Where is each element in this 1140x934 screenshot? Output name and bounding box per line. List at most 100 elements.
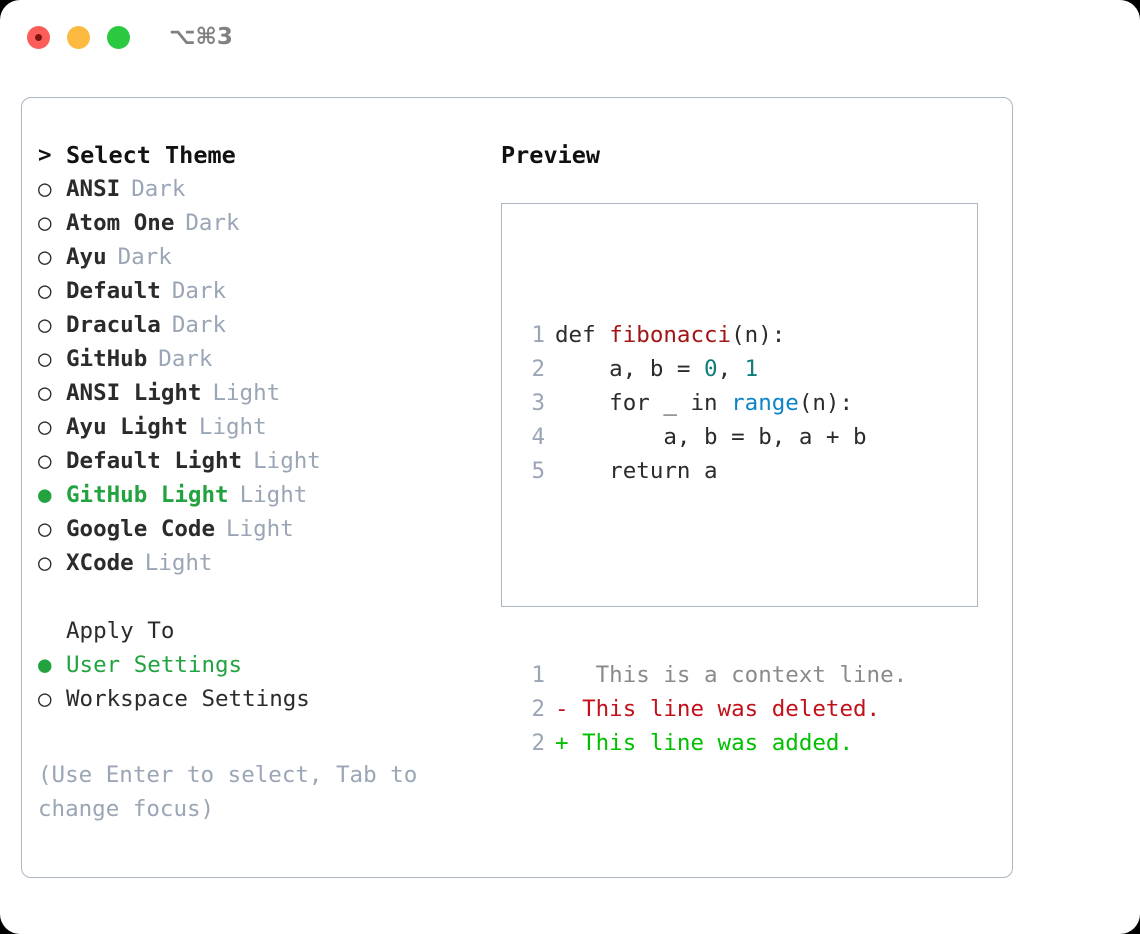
radio-unselected-icon[interactable]: ○ (38, 346, 52, 372)
theme-variant-tag: Dark (117, 244, 172, 270)
radio-unselected-icon[interactable]: ○ (38, 244, 52, 270)
code-content: for _ in range(n): (555, 386, 853, 420)
code-token: fibonacci (609, 322, 732, 348)
diff-content: This is a context line. (555, 662, 908, 688)
line-number: 2 (531, 696, 545, 722)
theme-name: Default Light (66, 448, 243, 474)
theme-name: GitHub Light (66, 482, 229, 508)
theme-name: Ayu Light (66, 414, 188, 440)
code-content: return a (555, 454, 718, 488)
line-number: 1 (531, 322, 545, 348)
apply-to-option[interactable]: ● User Settings (38, 648, 498, 682)
code-token: (n): (731, 322, 786, 348)
theme-variant-tag: Dark (171, 312, 227, 338)
apply-to-option-label: User Settings (66, 652, 243, 678)
select-theme-title: Select Theme (66, 141, 236, 169)
radio-unselected-icon[interactable]: ○ (38, 550, 52, 576)
list-spacer (38, 580, 498, 614)
code-token: def (555, 322, 610, 348)
theme-name: Atom One (66, 210, 175, 236)
apply-to-option[interactable]: ○Workspace Settings (38, 682, 498, 716)
code-token: for _ in (555, 390, 732, 416)
code-content: a, b = b, a + b (555, 420, 867, 454)
radio-unselected-icon[interactable]: ○ (38, 278, 52, 304)
preview-title: Preview (501, 141, 601, 169)
radio-unselected-icon[interactable]: ○ (38, 448, 52, 474)
theme-list-item[interactable]: ○ Dracula Dark (38, 308, 498, 342)
code-token: 1 (744, 356, 759, 382)
prompt-caret-icon: > (38, 142, 52, 168)
radio-unselected-icon[interactable]: ○ (38, 414, 52, 440)
radio-unselected-icon[interactable]: ○ (38, 516, 52, 542)
diff-line: 2 - This line was deleted. (519, 692, 907, 726)
code-token: a, b = b, a + b (555, 424, 867, 450)
theme-list-item[interactable]: ○ Default Light Light (38, 444, 498, 478)
diff-content: - This line was deleted. (555, 696, 881, 722)
code-content: a, b = 0, 1 (555, 352, 758, 386)
theme-name: Ayu (66, 244, 107, 270)
radio-selected-icon[interactable]: ● (38, 482, 52, 508)
theme-variant-tag: Dark (158, 346, 213, 372)
diff-content: + This line was added. (555, 730, 854, 756)
theme-variant-tag: Light (253, 448, 321, 474)
diff-line: 2 + This line was added. (519, 726, 907, 760)
theme-list-item[interactable]: ● GitHub Light Light (38, 478, 498, 512)
line-number: 5 (531, 458, 545, 484)
theme-list-item[interactable]: ○ ANSI Light Light (38, 376, 498, 410)
code-line: 3 for _ in range(n): (519, 386, 907, 420)
theme-list-item[interactable]: ○ Ayu Dark (38, 240, 498, 274)
code-line: 2 a, b = 0, 1 (519, 352, 907, 386)
close-button-icon[interactable] (27, 26, 50, 49)
line-number: 3 (531, 390, 545, 416)
keyboard-shortcut-label: ⌥⌘3 (169, 24, 233, 50)
code-token: range (731, 390, 799, 416)
theme-name: ANSI Light (66, 380, 202, 406)
theme-name: XCode (66, 550, 134, 576)
theme-list-item[interactable]: ○ Ayu Light Light (38, 410, 498, 444)
zoom-button-icon[interactable] (107, 26, 130, 49)
theme-variant-tag: Dark (131, 176, 186, 202)
theme-variant-tag: Light (239, 482, 308, 508)
theme-list-item[interactable]: ○ ANSI Dark (38, 172, 498, 206)
minimize-button-icon[interactable] (67, 26, 90, 49)
theme-variant-tag: Light (198, 414, 267, 440)
theme-name: Dracula (66, 312, 161, 338)
theme-variant-tag: Light (226, 516, 294, 542)
theme-variant-tag: Dark (185, 210, 240, 236)
line-number: 2 (531, 730, 545, 756)
apply-to-header: Apply To (38, 614, 498, 648)
radio-unselected-icon[interactable]: ○ (38, 210, 52, 236)
select-theme-header: > Select Theme (38, 138, 498, 172)
theme-list-item[interactable]: ○ GitHub Dark (38, 342, 498, 376)
radio-unselected-icon[interactable]: ○ (38, 686, 52, 712)
theme-list-item[interactable]: ○ Atom One Dark (38, 206, 498, 240)
code-line: 5 return a (519, 454, 907, 488)
radio-unselected-icon[interactable]: ○ (38, 380, 52, 406)
code-line: 4 a, b = b, a + b (519, 420, 907, 454)
theme-variant-tag: Light (212, 380, 281, 406)
line-number: 4 (531, 424, 545, 450)
code-token: , (717, 356, 745, 382)
radio-unselected-icon[interactable]: ○ (38, 176, 52, 202)
apply-to-options: ● User Settings ○Workspace Settings (38, 648, 498, 716)
title-bar: ⌥⌘3 (0, 0, 1140, 80)
theme-name: GitHub (66, 346, 148, 372)
code-token: a, b = (555, 356, 705, 382)
code-content: def fibonacci(n): (555, 318, 785, 352)
code-token: return a (555, 458, 718, 484)
window-controls (27, 26, 130, 49)
code-line: 1 def fibonacci(n): (519, 318, 907, 352)
code-diff-separator (519, 556, 907, 590)
radio-selected-icon[interactable]: ● (38, 652, 52, 678)
radio-unselected-icon[interactable]: ○ (38, 312, 52, 338)
theme-name: ANSI (66, 176, 121, 202)
code-token: (n): (798, 390, 854, 416)
